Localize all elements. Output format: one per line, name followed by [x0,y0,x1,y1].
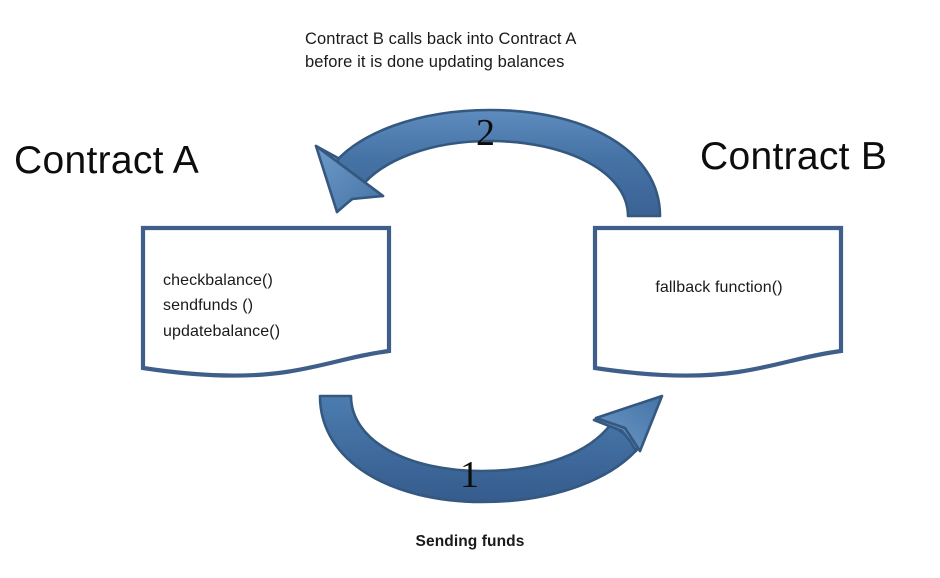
step-number-two-label: 2 [476,112,495,154]
top-annotation-text: Contract B calls back into Contract A be… [305,30,577,72]
contract-a-box [136,220,398,380]
contract-b-function-list: fallback function() [655,279,783,296]
step-number-one-label: 1 [460,454,479,496]
document-shape-b-icon [592,225,844,378]
bottom-annotation-text: Sending funds [415,533,525,550]
contract-a-function-list: checkbalance() sendfunds () updatebalanc… [163,272,281,340]
contract-b-heading: Contract B [700,135,888,178]
curved-arrow-left-to-right-icon [318,394,664,504]
document-shape-a-icon [140,225,392,378]
contract-b-box [588,220,850,380]
contract-a-heading: Contract A [14,139,200,182]
